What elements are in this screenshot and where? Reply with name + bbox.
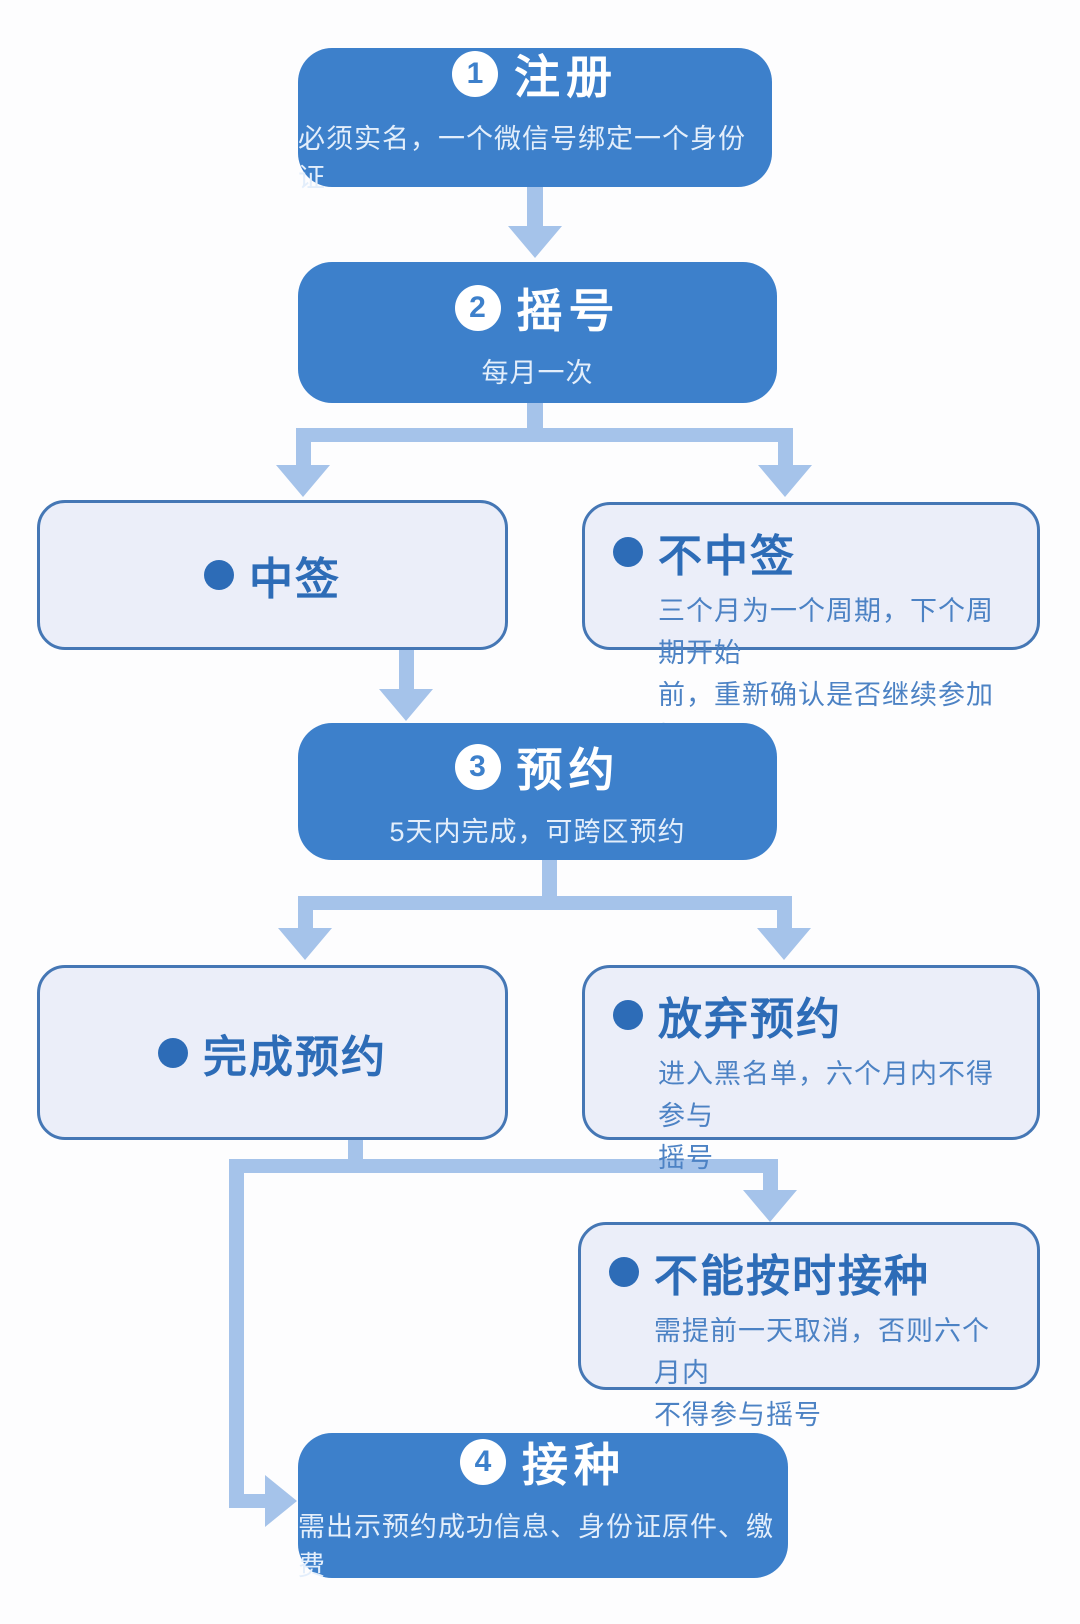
connector-split3-right-drop xyxy=(763,1172,778,1192)
arrowhead-down-icon xyxy=(743,1190,797,1222)
arrowhead-right-icon xyxy=(265,1475,297,1527)
step-title: 注册 xyxy=(514,50,618,103)
outcome-title: 中签 xyxy=(249,555,341,604)
outcome-title-row: 中签 xyxy=(204,543,341,607)
arrowhead-down-icon xyxy=(758,465,812,497)
bullet-dot-icon xyxy=(609,1257,639,1287)
connector-split3-left-vertical xyxy=(229,1159,244,1508)
arrowhead-down-icon xyxy=(379,689,433,721)
connector-split1-bar xyxy=(296,428,793,442)
arrowhead-down-icon xyxy=(757,928,811,960)
bullet-dot-icon xyxy=(158,1037,188,1068)
arrowhead-down-icon xyxy=(508,226,562,258)
step-number-badge: 1 xyxy=(452,50,498,97)
connector-register-lottery xyxy=(527,186,543,228)
step-title-row: 3 预约 xyxy=(454,734,621,800)
outcome-title-row: 放弃预约 xyxy=(613,983,1015,1047)
step-number-badge: 4 xyxy=(460,1438,506,1485)
outcome-description: 三个月为一个周期，下个周期开始 前，重新确认是否继续参加摇号 xyxy=(658,596,994,752)
connector-split1-left-drop xyxy=(296,441,311,467)
outcome-title: 完成预约 xyxy=(203,1032,387,1082)
bullet-dot-icon xyxy=(613,1000,643,1030)
outcome-title: 不能按时接种 xyxy=(654,1252,930,1301)
connector-split2-bar xyxy=(298,896,792,910)
outcome-title-row: 完成预约 xyxy=(158,1021,387,1085)
arrowhead-down-icon xyxy=(276,465,330,497)
step-subtitle: 需出示预约成功信息、身份证原件、缴费 xyxy=(298,1511,774,1581)
step-subtitle: 必须实名，一个微信号绑定一个身份证 xyxy=(298,123,746,193)
step-box-vaccinate: 4 接种 需出示预约成功信息、身份证原件、缴费 xyxy=(298,1433,788,1581)
arrowhead-down-icon xyxy=(278,928,332,960)
connector-complete-split xyxy=(348,1139,363,1161)
step-box-lottery: 2 摇号 每月一次 xyxy=(298,262,777,403)
bullet-dot-icon xyxy=(204,560,234,590)
outcome-box-win: 中签 xyxy=(37,500,508,650)
connector-split2-left-drop xyxy=(298,909,313,930)
connector-vaccinate-arm xyxy=(229,1494,267,1508)
outcome-box-late: 不能按时接种 需提前一天取消，否则六个月内 不得参与摇号 xyxy=(578,1222,1040,1430)
bullet-dot-icon xyxy=(613,537,643,567)
outcome-title-row: 不中签 xyxy=(613,520,1015,584)
connector-win-reserve xyxy=(399,649,414,691)
step-number-badge: 2 xyxy=(454,285,501,331)
step-subtitle: 每月一次 xyxy=(481,358,594,388)
step-number-badge: 3 xyxy=(454,744,501,790)
step-title: 预约 xyxy=(516,744,621,796)
connector-reserve-split xyxy=(542,859,557,898)
outcome-title: 不中签 xyxy=(658,532,796,581)
step-title-row: 1 注册 xyxy=(452,41,618,107)
outcome-box-lose: 不中签 三个月为一个周期，下个周期开始 前，重新确认是否继续参加摇号 xyxy=(582,502,1040,752)
outcome-description: 需提前一天取消，否则六个月内 不得参与摇号 xyxy=(654,1316,990,1430)
connector-split2-right-drop xyxy=(777,909,792,930)
step-box-reserve: 3 预约 5天内完成，可跨区预约 xyxy=(298,723,777,860)
connector-lottery-split xyxy=(527,402,543,430)
step-title-row: 4 接种 xyxy=(460,1429,626,1495)
step-subtitle: 5天内完成，可跨区预约 xyxy=(389,817,686,847)
outcome-title-row: 不能按时接种 xyxy=(609,1240,1015,1304)
step-title: 接种 xyxy=(522,1438,626,1491)
connector-split1-right-drop xyxy=(778,441,793,467)
outcome-box-complete: 完成预约 xyxy=(37,965,508,1140)
outcome-box-abandon: 放弃预约 进入黑名单，六个月内不得参与 摇号 xyxy=(582,965,1040,1173)
outcome-description: 进入黑名单，六个月内不得参与 摇号 xyxy=(658,1059,994,1173)
outcome-title: 放弃预约 xyxy=(658,995,842,1044)
step-title-row: 2 摇号 xyxy=(454,275,621,341)
step-box-register: 1 注册 必须实名，一个微信号绑定一个身份证 xyxy=(298,48,772,193)
connector-split3-bar xyxy=(229,1159,778,1173)
step-title: 摇号 xyxy=(516,285,621,337)
